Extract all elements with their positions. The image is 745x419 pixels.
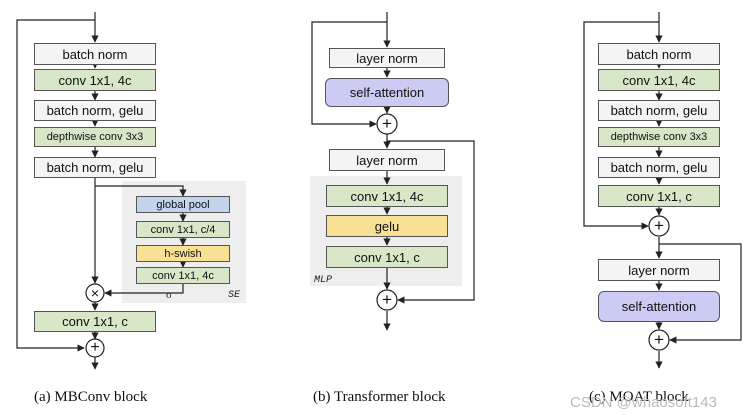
multiply-node bbox=[85, 283, 105, 303]
mbconv-conv-expand: conv 1x1, 4c bbox=[34, 69, 156, 91]
se-sigma-label: σ bbox=[166, 289, 172, 301]
moat-layer-norm: layer norm bbox=[598, 259, 720, 281]
mlp-gelu: gelu bbox=[326, 215, 448, 237]
moat-self-attention: self-attention bbox=[598, 291, 720, 322]
mlp-tag: MLP bbox=[314, 275, 333, 286]
moat-add-node-2 bbox=[648, 329, 670, 351]
transformer-add-node-1 bbox=[376, 113, 398, 135]
multiply-symbol: × bbox=[90, 285, 100, 301]
moat-batch-norm: batch norm bbox=[598, 43, 720, 65]
mbconv-batch-norm-gelu-1: batch norm, gelu bbox=[34, 100, 156, 121]
moat-add-symbol-1: + bbox=[654, 216, 664, 235]
mbconv-add-symbol: + bbox=[90, 339, 100, 356]
se-hswish: h-swish bbox=[136, 245, 230, 262]
mlp-conv-expand: conv 1x1, 4c bbox=[326, 185, 448, 207]
se-tag: SE bbox=[228, 290, 241, 301]
se-conv-reduce: conv 1x1, c/4 bbox=[136, 221, 230, 238]
moat-batch-norm-gelu-1: batch norm, gelu bbox=[598, 100, 720, 121]
transformer-layer-norm-1: layer norm bbox=[329, 48, 445, 68]
mbconv-conv-project: conv 1x1, c bbox=[34, 311, 156, 332]
caption-transformer: (b) Transformer block bbox=[313, 389, 446, 405]
transformer-layer-norm-2: layer norm bbox=[329, 149, 445, 171]
mbconv-add-node bbox=[85, 338, 105, 358]
moat-depthwise-conv: depthwise conv 3x3 bbox=[598, 127, 720, 147]
moat-conv-expand: conv 1x1, 4c bbox=[598, 69, 720, 91]
moat-add-node-1 bbox=[648, 215, 670, 237]
caption-mbconv: (a) MBConv block bbox=[34, 389, 148, 405]
transformer-add-symbol-2: + bbox=[382, 290, 392, 309]
transformer-add-symbol-1: + bbox=[382, 114, 392, 133]
se-global-pool: global pool bbox=[136, 196, 230, 213]
transformer-self-attention: self-attention bbox=[325, 78, 449, 107]
caption-moat: (c) MOAT block bbox=[589, 389, 689, 405]
mbconv-batch-norm-gelu-2: batch norm, gelu bbox=[34, 157, 156, 178]
moat-conv-project: conv 1x1, c bbox=[598, 185, 720, 207]
transformer-add-node-2 bbox=[376, 289, 398, 311]
mbconv-depthwise-conv: depthwise conv 3x3 bbox=[34, 127, 156, 147]
moat-add-symbol-2: + bbox=[654, 330, 664, 349]
mbconv-batch-norm: batch norm bbox=[34, 43, 156, 65]
moat-batch-norm-gelu-2: batch norm, gelu bbox=[598, 157, 720, 178]
se-conv-expand: conv 1x1, 4c bbox=[136, 267, 230, 284]
watermark: CSDN @whaosoft143 bbox=[570, 394, 717, 411]
mlp-conv-project: conv 1x1, c bbox=[326, 246, 448, 268]
